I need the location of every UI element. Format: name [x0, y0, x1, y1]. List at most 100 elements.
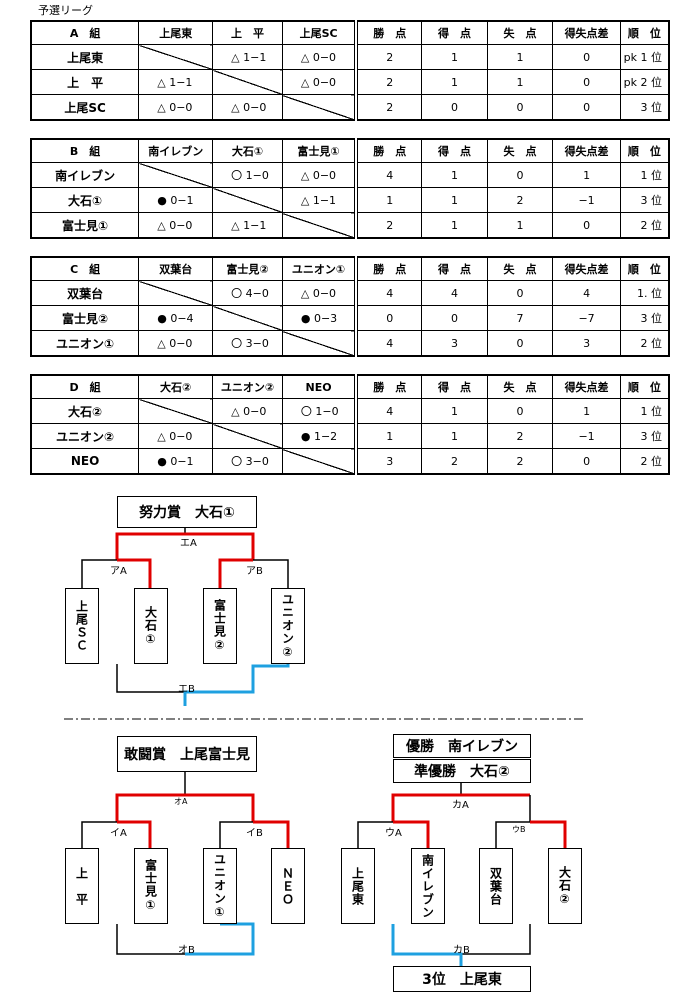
match-result: △ 0−0: [138, 94, 214, 121]
group-label: D 組: [30, 374, 140, 399]
goal-difference: 0: [552, 212, 621, 239]
rank: 3 位: [619, 305, 670, 331]
rank: 2 位: [619, 212, 670, 239]
bracket3-label-top: カA: [452, 800, 469, 811]
bracket1-team-1: 上尾ＳＣ: [65, 588, 99, 664]
bracket2-lines: [81, 770, 290, 956]
match-result: △ 0−0: [138, 423, 214, 449]
points: 4: [355, 162, 423, 188]
points: 4: [355, 330, 423, 357]
header-stat: 順 位: [619, 256, 670, 281]
header-team: ユニオン②: [212, 374, 283, 399]
match-result: △ 1−1: [138, 69, 214, 95]
rank: 3 位: [619, 94, 670, 121]
goal-difference: 0: [552, 69, 621, 95]
goals-against: 0: [486, 330, 554, 357]
goals-against: 1: [486, 44, 554, 70]
goal-difference: 0: [552, 448, 621, 475]
match-result: △ 0−0: [281, 280, 359, 306]
team-name: 上尾SC: [30, 94, 140, 121]
header-stat: 得失点差: [552, 374, 621, 399]
points: 4: [355, 398, 423, 424]
diagonal-cell: [138, 280, 214, 306]
match-result: ● 0−4: [138, 305, 214, 331]
diagonal-cell: [281, 94, 359, 121]
bracket2-team-2: 富士見①: [134, 848, 168, 924]
bracket3-lines: [357, 783, 567, 966]
goals-against: 2: [486, 448, 554, 475]
bracket3-team-4: 大石②: [548, 848, 582, 924]
bracket2-award: 敢闘賞 上尾富士見: [117, 736, 257, 772]
points: 2: [355, 212, 423, 239]
diagonal-cell: [281, 330, 359, 357]
header-stat: 順 位: [619, 20, 670, 45]
goals-against: 1: [486, 69, 554, 95]
team-name: 双葉台: [30, 280, 140, 306]
page-title: 予選リーグ: [38, 4, 93, 17]
match-result: △ 0−0: [281, 69, 359, 95]
goal-difference: −7: [552, 305, 621, 331]
goal-difference: 0: [552, 44, 621, 70]
bracket3-third: 3位 上尾東: [393, 966, 531, 992]
bracket3-runner-up: 準優勝 大石②: [393, 759, 531, 783]
goal-difference: −1: [552, 423, 621, 449]
bracket2-team-4: ＮＥＯ: [271, 848, 305, 924]
points: 2: [355, 94, 423, 121]
header-stat: 得 点: [421, 20, 488, 45]
goals-for: 1: [421, 423, 488, 449]
match-result: ● 0−3: [281, 305, 359, 331]
bracket1-lines: [81, 528, 290, 706]
goals-for: 1: [421, 212, 488, 239]
goals-for: 1: [421, 69, 488, 95]
header-team: ユニオン①: [281, 256, 359, 281]
goals-against: 0: [486, 94, 554, 121]
bracket2-label-top: オA: [174, 797, 188, 806]
rank: 3 位: [619, 187, 670, 213]
diagonal-cell: [281, 212, 359, 239]
diagonal-cell: [212, 69, 283, 95]
bracket2-label-right: イB: [246, 828, 263, 839]
header-team: 上尾東: [138, 20, 214, 45]
team-name: 富士見②: [30, 305, 140, 331]
header-stat: 勝 点: [355, 374, 423, 399]
match-result: △ 0−0: [212, 398, 283, 424]
header-stat: 勝 点: [355, 20, 423, 45]
rank: 1 位: [619, 162, 670, 188]
points: 3: [355, 448, 423, 475]
match-result: ● 1−2: [281, 423, 359, 449]
match-result: △ 0−0: [138, 330, 214, 357]
team-name: 上 平: [30, 69, 140, 95]
team-name: 南イレブン: [30, 162, 140, 188]
goals-against: 0: [486, 398, 554, 424]
goal-difference: −1: [552, 187, 621, 213]
rank: 2 位: [619, 448, 670, 475]
match-result: ● 0−1: [138, 187, 214, 213]
bracket1-award: 努力賞 大石①: [117, 496, 257, 528]
match-result: 〇 3−0: [212, 330, 283, 357]
header-team: 上 平: [212, 20, 283, 45]
team-name: 上尾東: [30, 44, 140, 70]
goals-against: 0: [486, 280, 554, 306]
goals-against: 1: [486, 212, 554, 239]
points: 0: [355, 305, 423, 331]
group-label: A 組: [30, 20, 140, 45]
bracket2-label-left: イA: [110, 828, 127, 839]
bracket2-team-1: 上 平: [65, 848, 99, 924]
goals-for: 2: [421, 448, 488, 475]
points: 1: [355, 187, 423, 213]
team-name: ユニオン②: [30, 423, 140, 449]
match-result: △ 1−1: [281, 187, 359, 213]
